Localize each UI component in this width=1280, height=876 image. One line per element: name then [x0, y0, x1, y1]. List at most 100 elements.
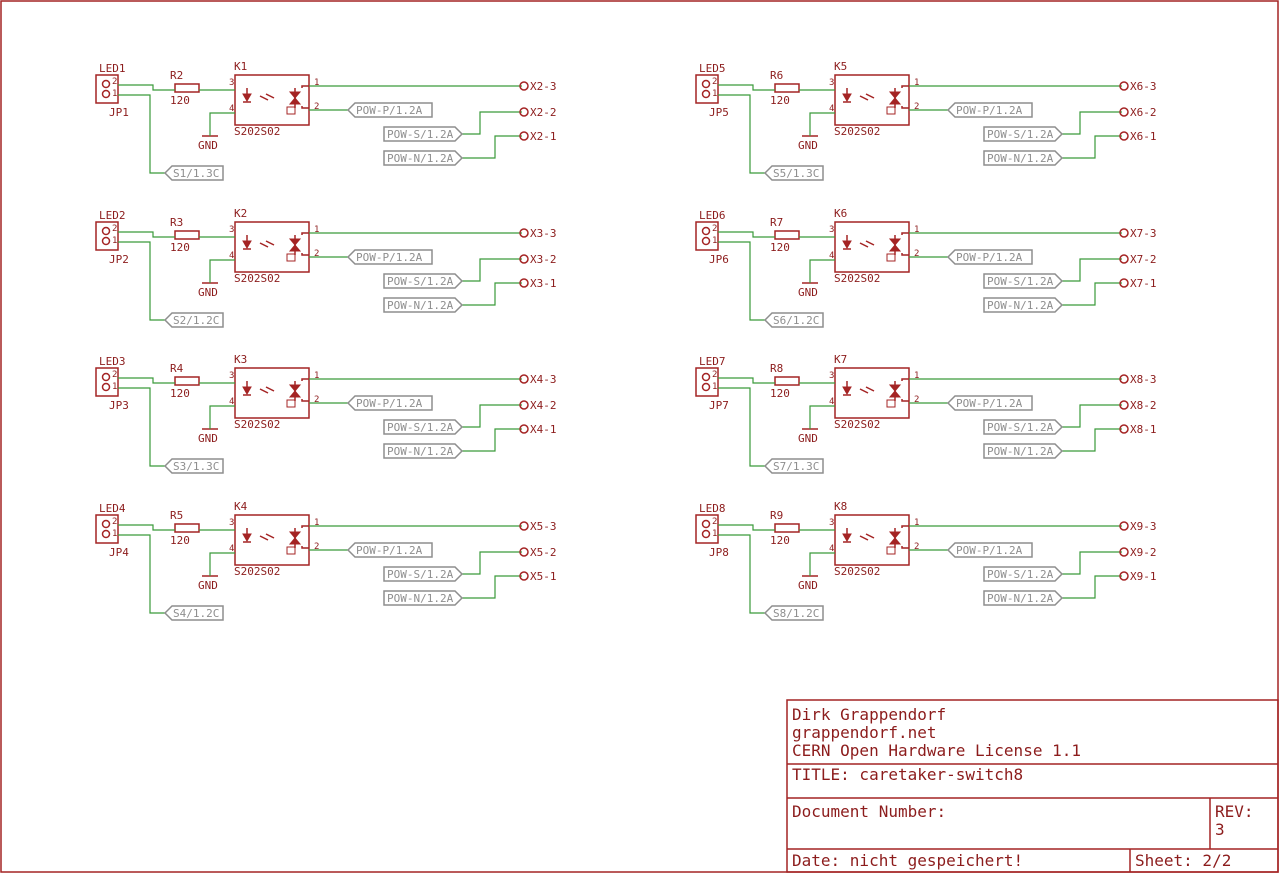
jumper-label: JP7	[709, 399, 729, 412]
relay-part: S202S02	[234, 418, 280, 431]
wire-led-to-resistor	[118, 84, 175, 91]
signal-net-label-outline	[163, 605, 224, 621]
signal-net-label-outline	[163, 312, 224, 328]
terminal-x3	[1119, 228, 1129, 238]
terminal-x3	[1119, 521, 1129, 531]
relay-pin-3: 3	[229, 518, 234, 528]
wire-pow-s-to-x2	[462, 258, 522, 282]
terminal-x1-label: X2-1	[530, 130, 557, 143]
terminal-x1	[519, 131, 529, 141]
relay-name: K7	[834, 353, 847, 366]
signal-net-label-outline	[763, 165, 824, 181]
wire-led-to-signal	[118, 94, 165, 174]
triac-out-1	[901, 85, 909, 88]
terminal-x2-label: X7-2	[1130, 253, 1157, 266]
signal-net-label: S2/1.2C	[173, 314, 219, 327]
wire-pow-n-to-x1	[462, 575, 522, 599]
channel-7: 21LED7JP7R8120K7S202S023412GNDS7/1.3CPOW…	[695, 353, 1157, 474]
wire-pow-s-to-x2	[1062, 111, 1122, 135]
opto-ray-1	[859, 95, 869, 101]
terminal-x1-label: X9-1	[1130, 570, 1157, 583]
terminal-x1-label: X4-1	[530, 423, 557, 436]
jumper-label: JP2	[109, 253, 129, 266]
relay-pin-4: 4	[229, 397, 234, 407]
zero-cross-box	[886, 106, 896, 115]
terminal-x3-label: X5-3	[530, 520, 557, 533]
pow-p-net-label: POW-P/1.2A	[356, 397, 423, 410]
title-block-sheet: Sheet: 2/2	[1135, 851, 1231, 870]
opto-led-symbol	[242, 533, 252, 543]
jumper-pin-1-label: 1	[712, 236, 717, 246]
zero-cross-box	[286, 399, 296, 408]
triac-out-1	[901, 378, 909, 381]
terminal-x1	[519, 571, 529, 581]
terminal-x3-label: X4-3	[530, 373, 557, 386]
wire-led-to-signal	[118, 387, 165, 467]
terminal-x2	[519, 107, 529, 117]
wire-pow-n-to-x1	[1062, 282, 1122, 306]
jumper-pin-2	[701, 226, 711, 236]
pow-p-net-label: POW-P/1.2A	[956, 251, 1023, 264]
jumper-pin-1-label: 1	[112, 382, 117, 392]
triac-out-1	[301, 378, 309, 381]
resistor	[774, 230, 800, 240]
zero-cross-box	[286, 106, 296, 115]
zero-cross-box	[886, 253, 896, 262]
jumper-connector	[695, 367, 719, 397]
relay-name: K4	[234, 500, 248, 513]
opto-ray-1	[259, 535, 269, 541]
resistor-value: 120	[770, 387, 790, 400]
jumper-pin-1	[101, 529, 111, 539]
opto-led-symbol	[842, 93, 852, 103]
opto-led-symbol	[842, 533, 852, 543]
pow-p-net-label-outline	[346, 542, 433, 558]
terminal-x3	[1119, 81, 1129, 91]
pow-s-net-label-outline	[383, 419, 464, 435]
pow-p-net-label-outline	[946, 395, 1033, 411]
wire-pow-s-to-x2	[462, 551, 522, 575]
jumper-label: JP1	[109, 106, 129, 119]
relay-pin-1: 1	[314, 371, 319, 381]
wire-relay-to-ground	[809, 552, 835, 576]
pow-n-net-label-outline	[983, 590, 1064, 606]
terminal-x1-label: X8-1	[1130, 423, 1157, 436]
wire-pow-s-to-x2	[1062, 404, 1122, 428]
pow-s-net-label: POW-S/1.2A	[387, 421, 454, 434]
jumper-pin-2	[701, 79, 711, 89]
relay-pin-1: 1	[914, 78, 919, 88]
pow-s-net-label-outline	[983, 273, 1064, 289]
channel-6: 21LED6JP6R7120K6S202S023412GNDS6/1.2CPOW…	[695, 207, 1157, 328]
zero-cross-box	[286, 253, 296, 262]
circuit-channels: 21LED1JP1R2120K1S202S023412GNDS1/1.3CPOW…	[95, 60, 1157, 621]
relay-pin-2: 2	[314, 102, 319, 112]
wire-relay-to-ground	[209, 405, 235, 429]
terminal-x3	[519, 228, 529, 238]
ground-label: GND	[198, 139, 218, 152]
jumper-pin-1	[701, 236, 711, 246]
wire-pow-n-to-x1	[462, 135, 522, 159]
pow-s-net-label-outline	[983, 126, 1064, 142]
relay-body	[234, 221, 310, 273]
relay-pin-3: 3	[829, 78, 834, 88]
terminal-x2	[1119, 400, 1129, 410]
jumper-pin-1	[101, 89, 111, 99]
triac-out-1	[901, 232, 909, 235]
relay-body	[234, 74, 310, 126]
relay-pin-2: 2	[914, 542, 919, 552]
triac-out-1	[901, 525, 909, 528]
relay-part: S202S02	[834, 418, 880, 431]
resistor-name: R5	[170, 509, 183, 522]
resistor-value: 120	[770, 94, 790, 107]
terminal-x1-label: X6-1	[1130, 130, 1157, 143]
channel-2: 21LED2JP2R3120K2S202S023412GNDS2/1.2CPOW…	[95, 207, 557, 328]
relay-pin-4: 4	[829, 397, 834, 407]
zero-cross-box	[886, 546, 896, 555]
pow-n-net-label-outline	[383, 150, 464, 166]
pow-p-net-label-outline	[946, 542, 1033, 558]
jumper-connector	[95, 367, 119, 397]
relay-pin-3: 3	[829, 225, 834, 235]
wire-led-to-signal	[118, 241, 165, 321]
resistor-name: R9	[770, 509, 783, 522]
relay-body	[234, 514, 310, 566]
terminal-x3	[519, 521, 529, 531]
